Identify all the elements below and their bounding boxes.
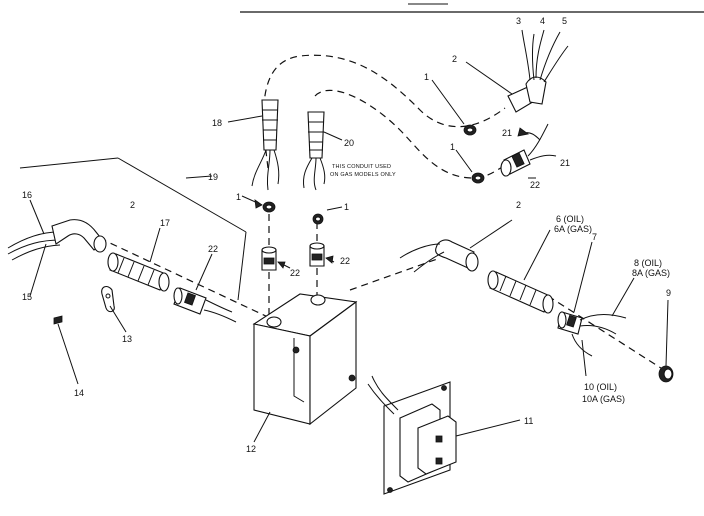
- upper-right-connector: [500, 123, 557, 179]
- label-18: 18: [212, 118, 222, 128]
- right-elbow: [399, 219, 513, 273]
- label-1-mid: 1: [450, 142, 455, 152]
- label-4: 4: [540, 16, 545, 26]
- part-labels: 3 4 5 2 1 1 21 21 22 18 20 THIS CONDUIT …: [22, 16, 671, 454]
- upper-conduits: [227, 99, 343, 191]
- end-plug: [658, 299, 674, 383]
- label-2-left: 2: [130, 200, 135, 210]
- right-fitting: [557, 241, 635, 377]
- label-12: 12: [246, 444, 256, 454]
- label-11: 11: [524, 416, 533, 426]
- label-1-center: 1: [344, 202, 349, 212]
- label-21-lower: 21: [560, 158, 570, 168]
- label-21-upper: 21: [502, 128, 512, 138]
- label-10a-gas: 10A (GAS): [582, 394, 625, 404]
- label-22-left: 22: [208, 244, 218, 254]
- upper-right-elbow: [465, 29, 569, 113]
- label-6-oil: 6 (OIL): [556, 214, 584, 224]
- note-line-1: THIS CONDUIT USED: [332, 164, 391, 170]
- right-flex-conduit: [487, 229, 554, 314]
- left-connector: [173, 253, 237, 323]
- label-2-right: 2: [516, 200, 521, 210]
- label-17: 17: [160, 218, 170, 228]
- label-9: 9: [666, 288, 671, 298]
- label-15: 15: [22, 292, 32, 302]
- label-8-oil: 8 (OIL): [634, 258, 662, 268]
- note-line-2: ON GAS MODELS ONLY: [330, 172, 396, 178]
- label-16: 16: [22, 190, 32, 200]
- left-elbow-assembly: [7, 199, 107, 297]
- part-19-lines: [19, 157, 247, 301]
- junction-box: [252, 293, 358, 443]
- label-22-right: 22: [530, 180, 540, 190]
- upper-bushings: [241, 195, 343, 271]
- left-flex-conduit: [107, 227, 170, 292]
- label-2-top: 2: [452, 54, 457, 64]
- upper-right-bushings: [431, 79, 485, 184]
- label-6a-gas: 6A (GAS): [554, 224, 592, 234]
- label-22-center-left: 22: [290, 268, 300, 278]
- label-10-oil: 10 (OIL): [584, 382, 617, 392]
- label-3: 3: [516, 16, 521, 26]
- label-13: 13: [122, 334, 132, 344]
- transformer: [367, 375, 521, 495]
- label-7: 7: [592, 232, 597, 242]
- label-1-top: 1: [424, 72, 429, 82]
- label-14: 14: [74, 388, 84, 398]
- arrowheads: [254, 127, 529, 269]
- label-5: 5: [562, 16, 567, 26]
- label-1-left: 1: [236, 192, 241, 202]
- clamp-and-screw: [53, 285, 127, 385]
- label-19: 19: [208, 172, 218, 182]
- label-22-center-right: 22: [340, 256, 350, 266]
- label-20: 20: [344, 138, 354, 148]
- label-8a-gas: 8A (GAS): [632, 268, 670, 278]
